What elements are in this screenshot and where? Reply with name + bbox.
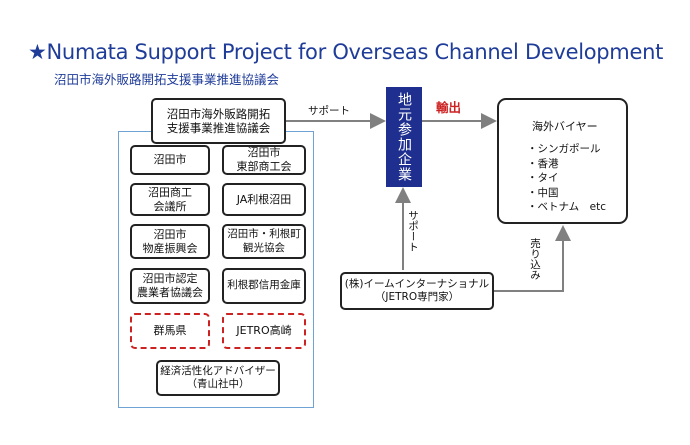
member-farmers-council: 沼田市認定 農業者協議会 xyxy=(130,268,210,304)
buyer-country-list: ・シンガポール ・香港 ・タイ ・中国 ・ベトナム etc xyxy=(527,142,606,215)
member-gunma-prefecture: 群馬県 xyxy=(130,313,210,349)
member-shinkin-bank: 利根郡信用金庫 xyxy=(222,268,306,304)
member-east-commerce: 沼田市 東部商工会 xyxy=(222,145,306,175)
export-label: 輸出 xyxy=(436,100,462,115)
support-label-vertical: サポート xyxy=(407,210,419,252)
member-advisor: 経済活性化アドバイザー （青山社中） xyxy=(156,360,280,396)
list-item: ・シンガポール xyxy=(527,143,601,155)
list-item: ・中国 xyxy=(527,186,559,199)
member-jetro-takasaki: JETRO高崎 xyxy=(222,313,306,349)
ime-international-box: (株)イームインターナショナル （JETRO専門家） xyxy=(340,272,494,310)
member-tourism-association: 沼田市・利根町 観光協会 xyxy=(222,224,306,259)
list-item: ・香港 xyxy=(527,157,559,170)
list-item: ・タイ xyxy=(527,172,559,184)
member-chamber: 沼田商工 会議所 xyxy=(130,183,210,216)
sales-arrow xyxy=(494,225,571,292)
list-item: ・ベトナム etc xyxy=(527,201,607,213)
sales-label-vertical: 売り込み xyxy=(529,238,541,280)
page-subtitle: 沼田市海外販路開拓支援事業推進協議会 xyxy=(54,72,280,87)
local-companies-box: 地元参加企業 xyxy=(386,87,422,187)
page-title: ★Numata Support Project for Overseas Cha… xyxy=(28,40,664,64)
overseas-buyer-box: 海外バイヤー ・シンガポール ・香港 ・タイ ・中国 ・ベトナム etc xyxy=(497,98,628,224)
support-label-top: サポート xyxy=(308,105,350,117)
buyer-title: 海外バイヤー xyxy=(532,120,598,133)
member-numata-city: 沼田市 xyxy=(130,145,210,175)
member-products-association: 沼田市 物産振興会 xyxy=(130,224,210,259)
member-ja-tone: JA利根沼田 xyxy=(222,183,306,216)
council-box: 沼田市海外販路開拓 支援事業推進協議会 xyxy=(151,98,286,144)
